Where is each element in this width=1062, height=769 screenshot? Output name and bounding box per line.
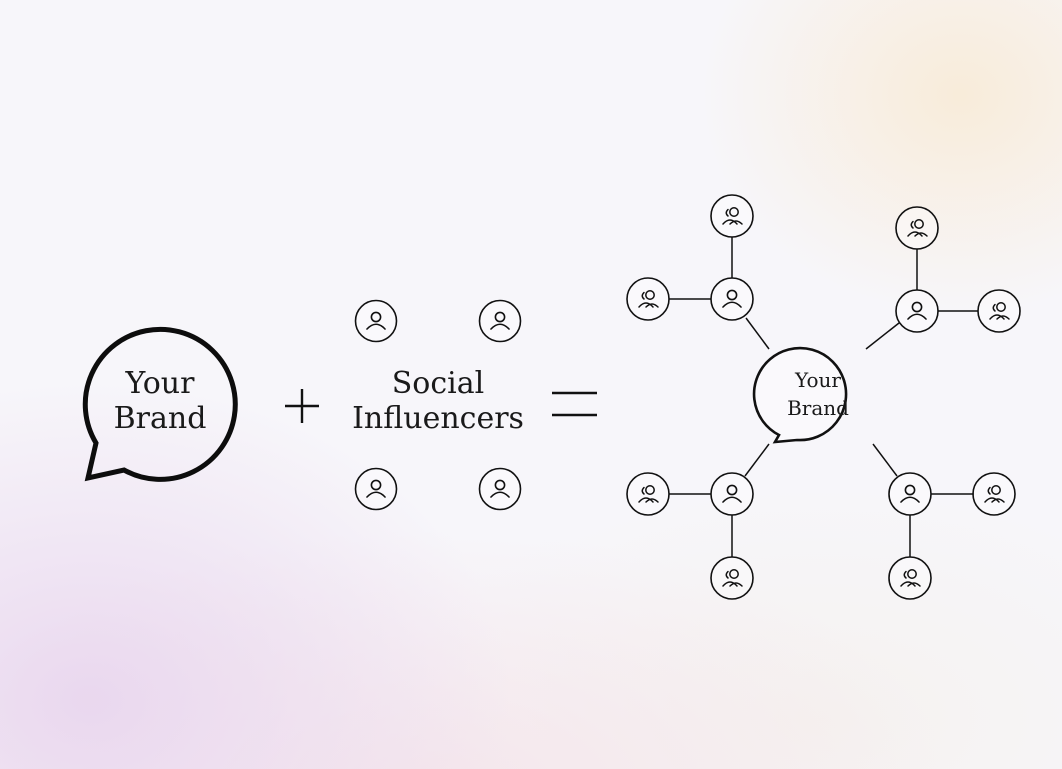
leaf-bottom-right-down xyxy=(888,556,932,600)
equals-operator xyxy=(552,391,597,417)
leaf-top-left-up xyxy=(710,194,754,238)
leaf-top-right-side xyxy=(977,289,1021,333)
influencer-icon-top-left xyxy=(354,299,398,343)
network-brand-line2: Brand xyxy=(787,395,849,420)
hub-top-right xyxy=(895,289,939,333)
social-influencers-line2: Influencers xyxy=(352,401,524,437)
leaf-bottom-left-down xyxy=(710,556,754,600)
your-brand-line1: Your xyxy=(125,366,195,401)
social-influencers-line1: Social xyxy=(391,366,485,401)
network-brand-line1: Your xyxy=(795,368,841,392)
network-brand-bubble xyxy=(752,346,848,444)
your-brand-line2: Brand xyxy=(113,401,207,437)
social-influencers-label: Social Influencers xyxy=(352,366,524,437)
influencer-icon-bottom-right xyxy=(478,467,522,511)
leaf-bottom-right-side xyxy=(972,472,1016,516)
leaf-bottom-left-side xyxy=(626,472,670,516)
hub-bottom-left xyxy=(710,472,754,516)
hub-bottom-right xyxy=(888,472,932,516)
leaf-top-left-side xyxy=(626,277,670,321)
network-brand-label: Your Brand xyxy=(772,367,864,422)
your-brand-bubble xyxy=(82,326,238,482)
plus-operator xyxy=(285,389,319,423)
leaf-top-right-up xyxy=(895,206,939,250)
influencer-icon-top-right xyxy=(478,299,522,343)
network-connectors xyxy=(669,237,978,557)
influencer-icon-bottom-left xyxy=(354,467,398,511)
your-brand-label: Your Brand xyxy=(85,366,235,437)
hub-top-left xyxy=(710,277,754,321)
